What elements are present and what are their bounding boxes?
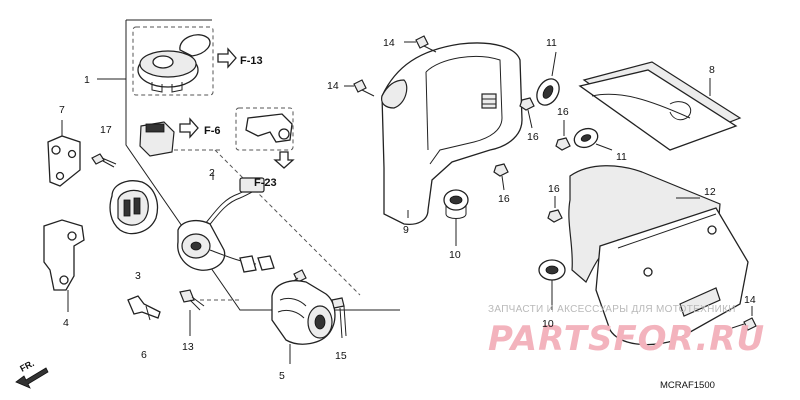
part-label-14c: 14 [744,294,756,306]
part-label-1: 1 [84,74,90,86]
switch-body-drawing [109,180,159,235]
part-label-6: 6 [141,349,147,361]
part-label-16d: 16 [548,183,560,195]
ref-f6: F-6 [204,125,221,137]
part-label-10b: 10 [542,318,554,330]
holder-drawing [139,113,293,157]
bolt-14-right-drawing [731,306,757,331]
bolt-14-top-drawing [404,35,437,53]
part-label-10a: 10 [449,249,461,261]
nut-16-b-drawing [493,163,509,191]
key-drawing [127,295,161,321]
watermark-logo: PARTSFOR.RU [488,319,765,359]
bolt-14-left-drawing [344,79,375,97]
ref-arrows [179,47,295,169]
part-label-16b: 16 [557,106,569,118]
ignition-switch-drawing [177,172,275,273]
direction-label: FR. [18,358,35,374]
bracket-4-drawing [43,219,85,312]
fuel-cap-drawing [137,34,211,93]
part-label-16a: 16 [527,131,539,143]
part-label-9: 9 [403,224,409,236]
part-label-4: 4 [63,317,69,329]
seat-lock-drawing [271,280,336,364]
cover-12-drawing [568,165,749,346]
bolt-17-drawing [91,153,117,168]
drawing-code: MCRAF1500 [660,380,715,391]
grommet-10-right-drawing [538,259,566,310]
part-label-15: 15 [335,350,347,362]
direction-arrow [15,367,49,389]
part-label-13: 13 [182,341,194,353]
ref-f13: F-13 [240,55,263,67]
watermark: ЗАПЧАСТИ И АКСЕССУАРЫ ДЛЯ МОТОТЕХНИКИ PA… [488,304,765,359]
part-label-14a: 14 [383,37,395,49]
nut-16-a-drawing [519,97,535,129]
part-label-3: 3 [135,270,141,282]
part-label-16c: 16 [498,193,510,205]
grommet-11-top-drawing [536,51,560,106]
part-label-17: 17 [100,124,112,136]
part-labels: 1 2 3 4 5 6 7 8 9 10 10 11 11 12 13 14 1… [59,37,756,382]
part-label-12: 12 [704,186,716,198]
nut-16-c-drawing [555,120,571,151]
screw-15-drawing [331,297,347,339]
ref-f23: F-23 [254,177,277,189]
bracket-7-drawing [47,120,81,187]
grommet-11-right-drawing [573,127,613,151]
part-label-7: 7 [59,104,65,116]
part-label-11b: 11 [616,151,627,163]
part-label-8: 8 [709,64,715,76]
pad-8-drawing [578,61,742,151]
bolt-13-drawing [179,289,205,336]
nut-16-d-drawing [547,196,563,223]
grommet-10-center-drawing [443,189,469,246]
part-label-14b: 14 [327,80,339,92]
part-label-2: 2 [209,167,215,179]
part-label-11a: 11 [546,37,557,49]
watermark-caption: ЗАПЧАСТИ И АКСЕССУАРЫ ДЛЯ МОТОТЕХНИКИ [488,304,736,315]
cover-9-drawing [381,42,523,226]
part-label-5: 5 [279,370,285,382]
